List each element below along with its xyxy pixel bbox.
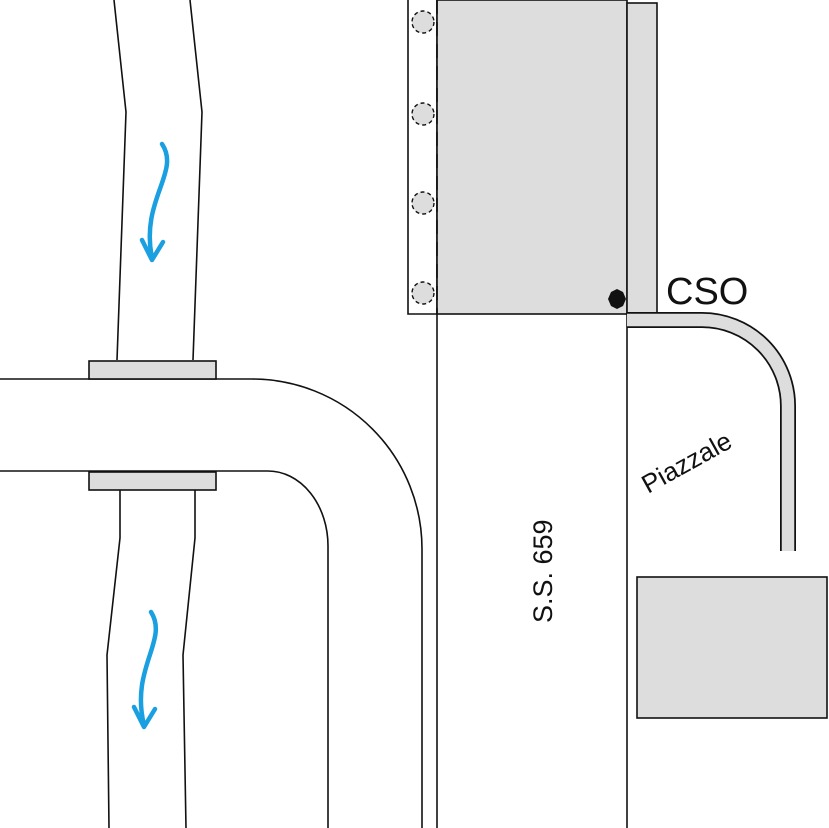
- cso-point-icon: [608, 289, 626, 309]
- flow-arrow-upstream-icon: [139, 141, 170, 263]
- bridge-deck-lower: [88, 471, 217, 491]
- building-main-block: [436, 0, 628, 315]
- stream-downstream-right-bank: [182, 490, 196, 828]
- discharge-pipe: [627, 313, 795, 551]
- stream-upstream: [113, 0, 203, 361]
- stream-upstream-right-bank: [189, 0, 203, 361]
- stream-upstream-left-bank: [113, 0, 127, 361]
- building-small: [636, 576, 828, 719]
- pier-3-icon: [411, 191, 435, 215]
- road-label-ss659: S.S. 659: [528, 519, 558, 623]
- cso-label: CSO: [666, 271, 748, 313]
- bridge-deck-upper: [88, 360, 217, 380]
- stream-downstream: [106, 490, 196, 828]
- building-block: [407, 0, 658, 315]
- pier-4-icon: [411, 281, 435, 305]
- curved-road-inner-edge: [0, 470, 329, 828]
- pier-1-icon: [411, 10, 435, 34]
- curved-road: [0, 378, 423, 828]
- pier-2-icon: [411, 102, 435, 126]
- curved-road-outer-edge: [0, 378, 423, 828]
- building-wall-strip: [626, 2, 658, 315]
- stream-downstream-left-bank: [106, 490, 121, 828]
- building-outer-frame: [407, 0, 437, 315]
- flow-arrow-downstream-icon: [131, 609, 159, 730]
